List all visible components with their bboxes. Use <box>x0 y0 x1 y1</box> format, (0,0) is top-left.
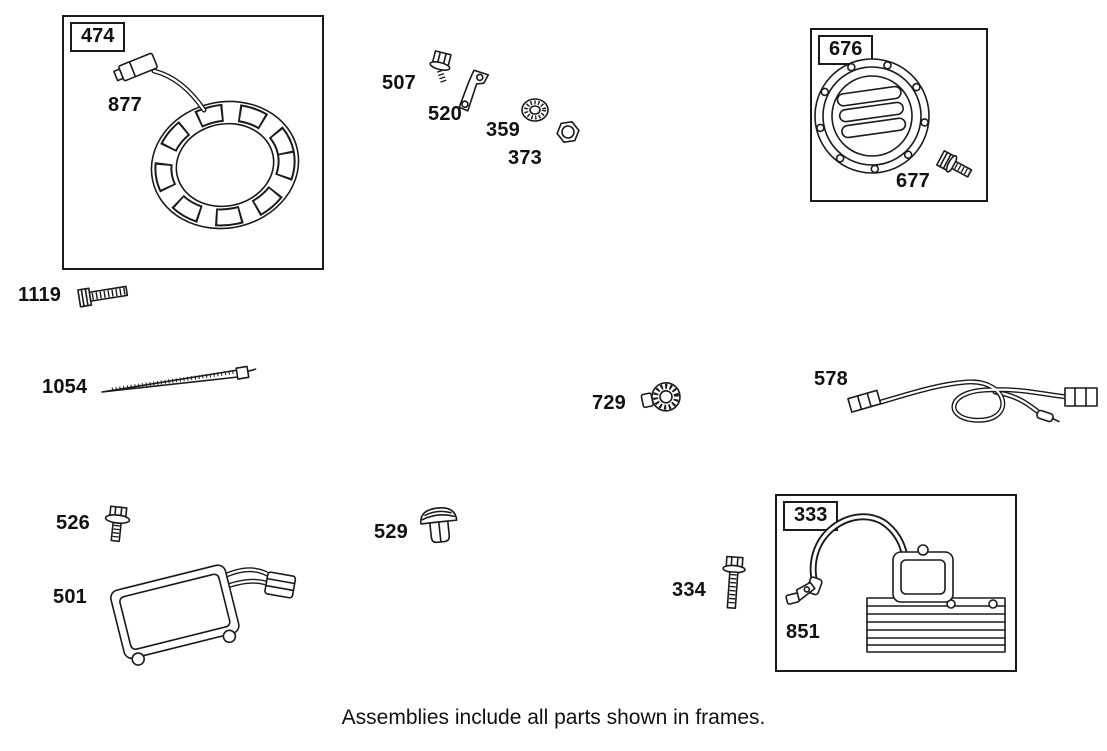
part-label-578: 578 <box>814 368 848 390</box>
frame-333 <box>775 494 1017 672</box>
frame-474 <box>62 15 324 270</box>
coil-333-illustration <box>805 513 1006 653</box>
part-label-507: 507 <box>382 72 416 94</box>
bolt-334-illustration <box>722 555 746 610</box>
part-label-1119: 1119 <box>18 284 62 306</box>
part-label-334: 334 <box>672 579 706 601</box>
stator-877-illustration <box>113 52 300 230</box>
nut-373-illustration <box>556 121 580 143</box>
screw-507-illustration <box>429 50 452 84</box>
part-label-851: 851 <box>786 621 820 643</box>
frame-label-676: 676 <box>818 35 874 65</box>
cable-tie-1054-illustration <box>101 365 257 393</box>
terminal-851-illustration <box>785 581 816 605</box>
part-label-373: 373 <box>508 147 542 169</box>
clamp-729-illustration <box>640 381 681 412</box>
part-label-1054: 1054 <box>42 376 88 398</box>
part-label-729: 729 <box>592 392 626 414</box>
part-label-529: 529 <box>374 521 408 543</box>
washer-359-illustration <box>521 98 549 122</box>
frame-label-333: 333 <box>783 501 839 531</box>
bolt-1119-illustration <box>77 285 129 308</box>
harness-578-illustration <box>847 379 1098 423</box>
part-label-501: 501 <box>53 586 87 608</box>
bolt-526-illustration <box>104 505 131 543</box>
bolt-677-illustration <box>935 150 973 178</box>
part-label-877: 877 <box>108 94 142 116</box>
frame-676 <box>810 28 988 202</box>
caption: Assemblies include all parts shown in fr… <box>341 706 766 729</box>
regulator-501-illustration <box>110 564 297 666</box>
part-label-677: 677 <box>896 170 930 192</box>
part-label-359: 359 <box>486 119 520 141</box>
grommet-529-illustration <box>420 507 458 544</box>
bracket-520-illustration <box>458 69 490 112</box>
frame-label-474: 474 <box>70 22 126 52</box>
part-label-526: 526 <box>56 512 90 534</box>
cover-676-illustration <box>814 58 930 174</box>
part-label-520: 520 <box>428 103 462 125</box>
